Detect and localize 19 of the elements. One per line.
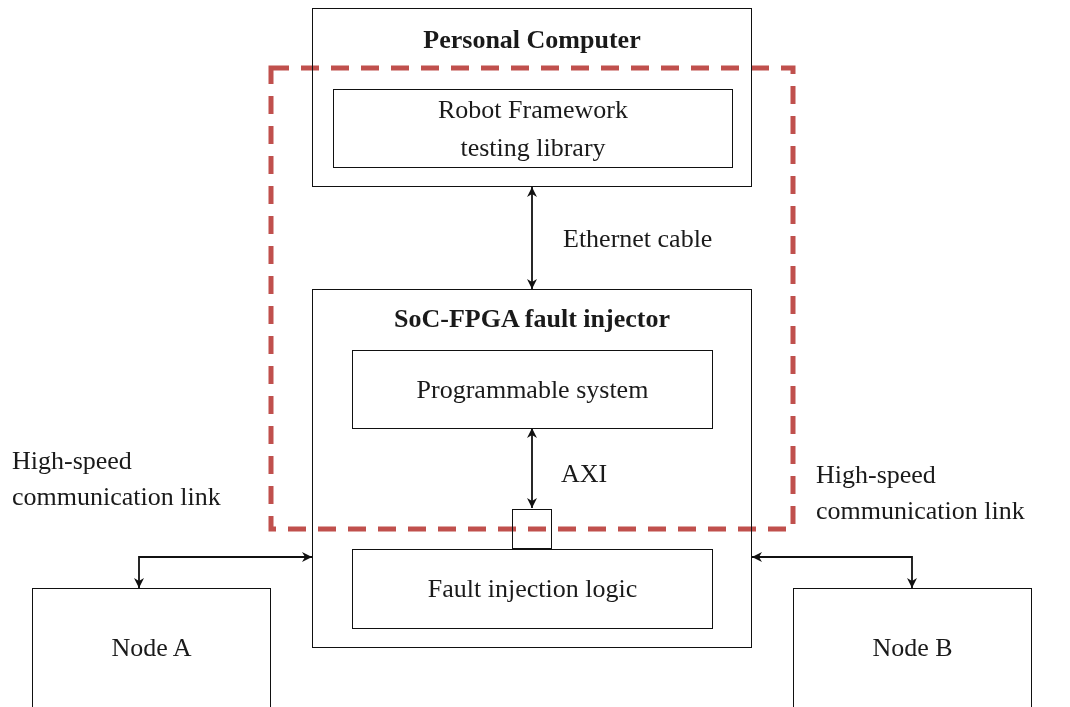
computer-box	[312, 8, 752, 187]
process-box	[352, 350, 713, 429]
software-box	[333, 89, 733, 168]
arrow	[751, 552, 917, 589]
process-box	[352, 549, 713, 629]
arrow	[527, 186, 537, 290]
box-label: Node B	[872, 632, 953, 665]
fault-injector-box	[312, 289, 752, 648]
box-label: Programmable system	[416, 373, 649, 406]
box-title: SoC-FPGA fault injector	[393, 304, 671, 334]
node-box	[793, 588, 1032, 707]
node-box	[32, 588, 271, 707]
arrow	[134, 552, 313, 589]
arrow	[527, 427, 537, 509]
interface-box	[512, 509, 552, 549]
box-label: Robot Framework testing library	[437, 93, 629, 164]
box-label: Node A	[111, 632, 192, 665]
box-label: Fault injection logic	[427, 573, 638, 606]
box-title: Personal Computer	[422, 25, 642, 55]
